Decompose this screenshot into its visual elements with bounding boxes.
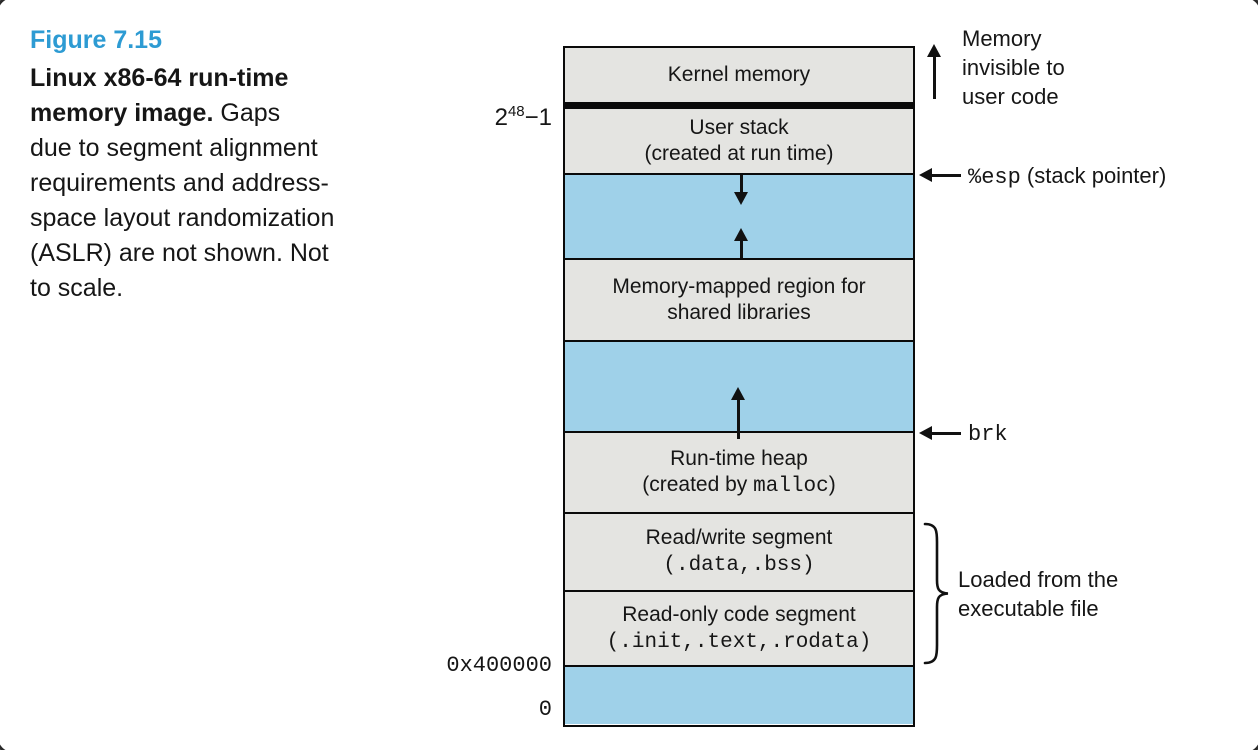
address-label-0x400000: 0x400000: [446, 653, 552, 678]
caption-line: (ASLR) are not shown. Not: [30, 239, 329, 267]
memory-diagram: Kernel memory User stack (created at run…: [563, 46, 915, 727]
brk-arrow: [919, 426, 961, 440]
esp-register-code: %esp: [968, 165, 1021, 190]
arrow-stem: [739, 175, 743, 193]
segment-sublabel: (.data,.bss): [663, 551, 814, 579]
memory-invisible-up-arrow: [927, 44, 941, 99]
exponent: 48: [507, 103, 525, 120]
arrow-head-left: [919, 168, 932, 182]
mmap-grows-up-arrow: [734, 228, 748, 258]
segment-label: Read/write segment: [645, 526, 833, 549]
memory-invisible-label: Memory invisible to user code: [962, 26, 1065, 109]
arrow-stem: [932, 55, 936, 99]
arrow-head-left: [919, 426, 932, 440]
figure-caption: Linux x86-64 run-time memory image. Gaps…: [30, 61, 400, 306]
segment-sublabel: (created by malloc): [642, 472, 836, 498]
arrow-head-up: [927, 44, 941, 57]
stack-pointer-arrow: [919, 168, 961, 182]
segment-read-only: Read-only code segment (.init,.text,.rod…: [565, 592, 913, 667]
segment-gap-heap-mmap: [565, 342, 913, 439]
segment-unmapped-low-memory: [565, 667, 913, 724]
segment-label: Memory-mapped region for: [612, 275, 866, 298]
brk-label: brk: [968, 422, 1008, 447]
sections-code: (.init,.text,.rodata): [606, 630, 872, 654]
segment-read-write: Read/write segment (.data,.bss): [565, 514, 913, 592]
malloc-code: malloc: [753, 474, 829, 498]
stack-pointer-label: %esp (stack pointer): [968, 163, 1167, 190]
address-label-zero: 0: [538, 697, 552, 722]
segment-label: Read-only code segment: [622, 602, 856, 626]
segment-memory-mapped-region: Memory-mapped region for shared librarie…: [565, 260, 913, 342]
segment-label: Kernel memory: [667, 63, 811, 86]
loaded-from-executable-label: Loaded from the executable file: [958, 567, 1119, 621]
executable-file-brace: [923, 522, 949, 665]
segment-sublabel: (.init,.text,.rodata): [607, 628, 872, 656]
segment-sublabel: (created at run time): [644, 142, 834, 165]
segment-label: User stack: [689, 116, 789, 139]
caption-line: to scale.: [30, 274, 124, 302]
arrow-stem: [736, 399, 740, 439]
arrow-stem: [931, 173, 961, 177]
arrow-head-down: [734, 192, 748, 205]
arrow-stem: [931, 431, 961, 435]
caption-line: Linux x86-64 run-time: [30, 64, 289, 92]
caption-line: memory image. Gaps: [30, 99, 281, 127]
caption-line: due to segment alignment: [30, 134, 318, 162]
sections-code: (.data,.bss): [663, 554, 815, 577]
address-label-2-48-minus-1: 248−1: [494, 103, 552, 131]
figure-number: Figure 7.15: [30, 26, 162, 54]
stack-grows-down-arrow: [734, 175, 748, 205]
segment-sublabel: shared libraries: [667, 301, 811, 324]
arrow-head-up: [731, 387, 745, 400]
segment-gap-stack-mmap: [565, 175, 913, 260]
kernel-user-boundary-line: [565, 102, 913, 109]
caption-line: space layout randomization: [30, 204, 335, 232]
segment-label: Run-time heap: [670, 446, 808, 470]
arrow-head-up: [734, 228, 748, 241]
heap-grows-up-arrow: [731, 387, 745, 439]
caption-line: requirements and address-: [30, 169, 329, 197]
arrow-stem: [739, 240, 743, 258]
segment-kernel-memory: Kernel memory: [565, 48, 913, 102]
segment-runtime-heap: Run-time heap (created by malloc): [565, 433, 913, 514]
segment-user-stack: User stack (created at run time): [565, 109, 913, 175]
